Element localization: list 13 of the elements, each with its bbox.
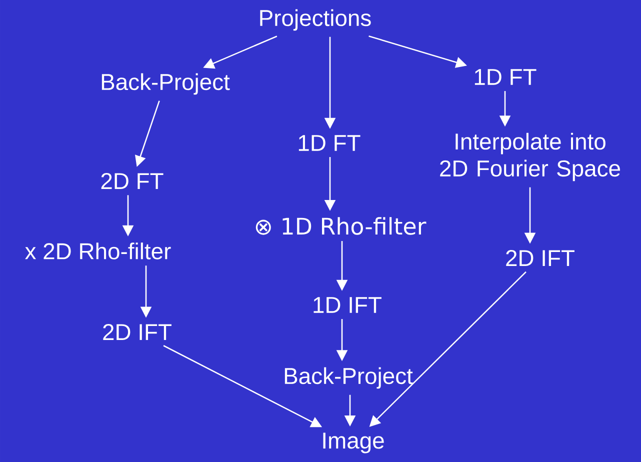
step-label: Interpolate into 2D Fourier Space [440,132,620,182]
step-label: x 2D Rho-filter [25,242,171,260]
step-label: Back-Project [284,367,413,389]
step-label: Image [323,432,384,454]
step-label: Back-Project [102,73,230,95]
step-label: 1D FT [474,69,536,85]
step-label: ⊗ 1D Rho-filter [256,217,426,235]
step-label: 2D IFT [103,324,172,340]
step-label: 1D IFT [314,297,382,313]
step-label: 2D IFT [506,250,574,266]
step-label: Projections [260,9,371,31]
step-label: 2D FT [101,173,164,189]
step-label: 1D FT [298,135,360,151]
